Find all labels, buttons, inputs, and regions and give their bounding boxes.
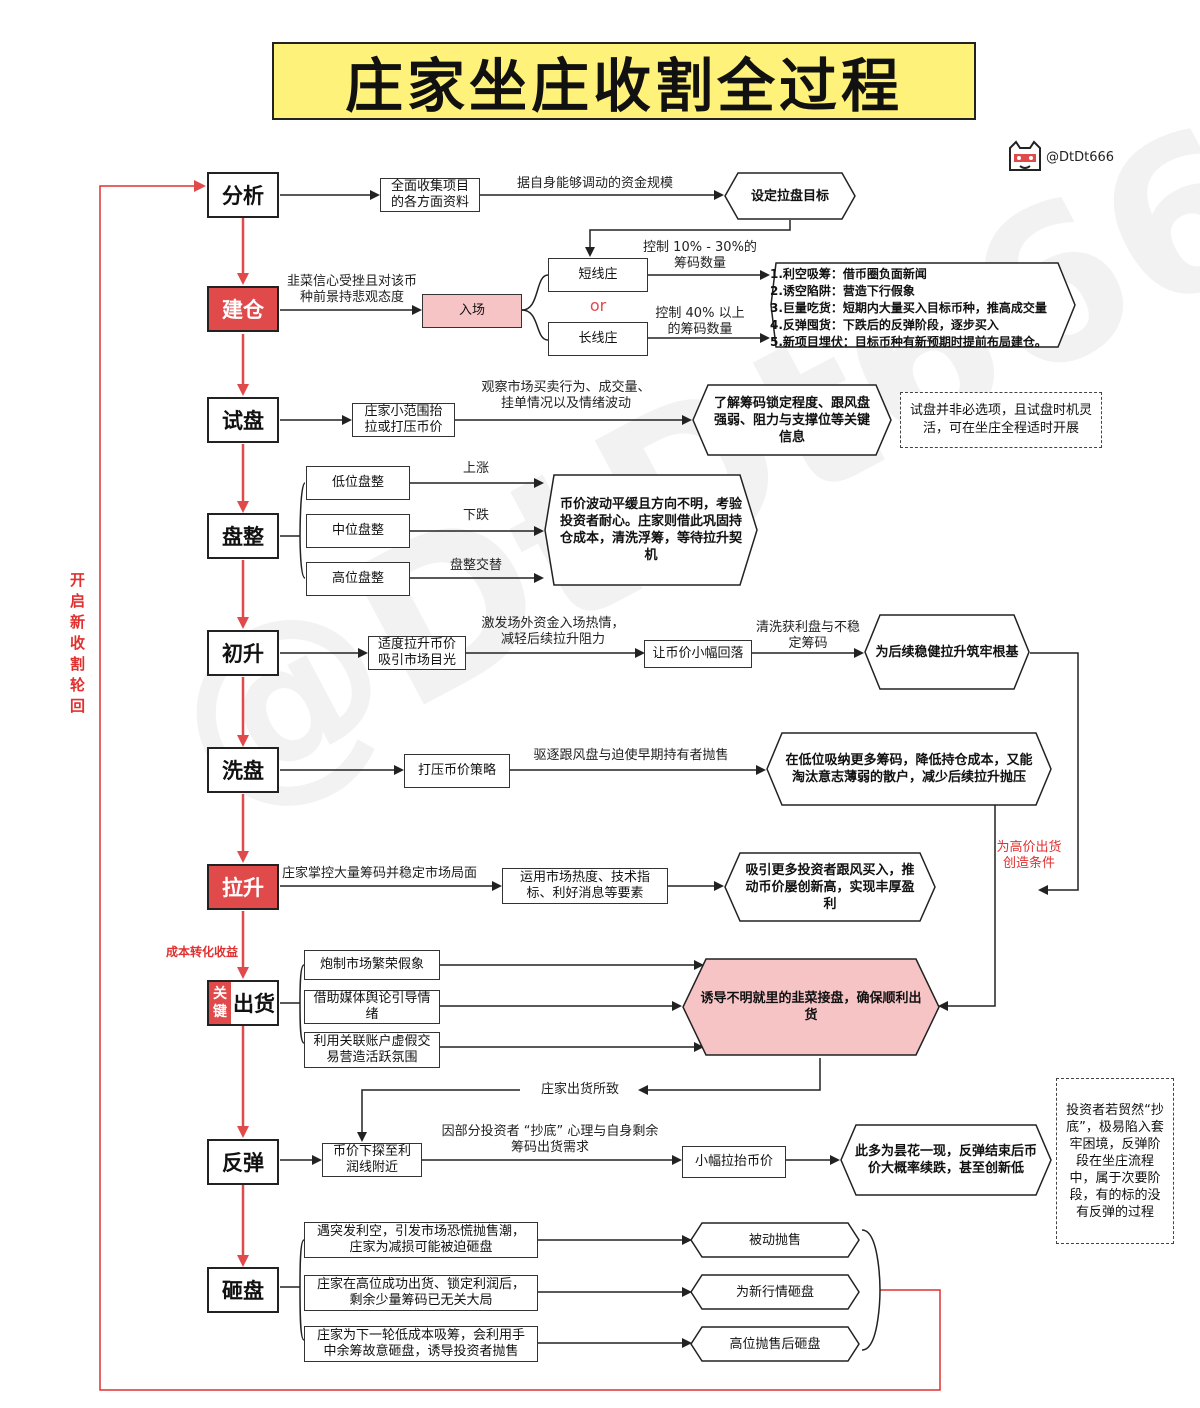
smash-cause-2: 庄家在高位成功出货、锁定利润后，剩余少量筹码已无关大局 [304, 1275, 538, 1311]
mid-consolidate-box: 中位盘整 [306, 514, 410, 548]
stage-pull-up: 拉升 [207, 864, 279, 910]
initial-action-box: 适度拉升币价吸引市场目光 [368, 636, 466, 670]
smash-result-2-text: 为新行情砸盘 [735, 1284, 814, 1300]
initial-result-text: 为后续稳健拉升筑牢根基 [875, 644, 1019, 660]
stage-sell-label: 出货 [233, 992, 275, 1016]
target-text: 设定拉盘目标 [750, 188, 829, 204]
smash-result-3: 高位抛售后砸盘 [690, 1326, 860, 1362]
stimulate-label: 激发场外资金入场热情，减轻后续拉升阻力 [481, 616, 625, 647]
sell-key-badge: 关键 [209, 982, 231, 1024]
wash-result-hex: 在低位吸纳更多筹码，降低持仓成本，又能淘汰意志薄弱的散户，减少后续拉升抛压 [766, 732, 1052, 806]
pull-action-box: 运用市场热度、技术指标、利好消息等要素 [502, 868, 668, 904]
rebound-result-text: 此多为昙花一现，反弹结束后币价大概率续跌，甚至创新低 [854, 1144, 1037, 1176]
target-hex: 设定拉盘目标 [724, 172, 856, 220]
clean-label: 清洗获利盘与不稳定筹码 [756, 620, 861, 651]
pull-result-text: 吸引更多投资者跟风买入，推动币价屡创新高，实现丰厚盈利 [745, 862, 915, 912]
rebound-action-box: 币价下探至利润线附近 [322, 1143, 422, 1177]
build-methods-list: 1.利空吸筹：借币圈负面新闻 2.诱空陷阱：营造下行假象 3.巨量吃货：短期内大… [770, 266, 1076, 351]
rebound-note: 投资者若贸然“抄底”，极易陷入套牢困境，反弹阶段在坐庄流程中，属于次要阶段，有的… [1056, 1078, 1174, 1244]
long-term-box: 长线庄 [548, 322, 648, 356]
page-title: 庄家坐庄收割全过程 [272, 42, 976, 120]
small-pull-box: 小幅拉抬币价 [682, 1146, 786, 1178]
sell-method-2: 借助媒体舆论引导情绪 [304, 990, 440, 1024]
rebound-reason-label: 因部分投资者 “抄底” 心理与自身剩余筹码出货需求 [441, 1124, 659, 1155]
sell-method-3: 利用关联账户虚假交易营造活跃氛围 [304, 1032, 440, 1068]
smash-result-1-text: 被动抛售 [748, 1232, 801, 1248]
stage-consolidate: 盘整 [207, 513, 279, 559]
low-consolidate-box: 低位盘整 [306, 466, 410, 500]
funds-label: 据自身能够调动的资金规模 [516, 176, 673, 191]
build-methods: 1.利空吸筹：借币圈负面新闻 2.诱空陷阱：营造下行假象 3.巨量吃货：短期内大… [770, 262, 1076, 351]
smash-cause-1: 遇突发利空，引发市场恐慌抛售潮，庄家为减损可能被迫砸盘 [304, 1222, 538, 1258]
wash-action-box: 打压币价策略 [404, 754, 510, 788]
up-label: 上涨 [462, 461, 489, 476]
or-label: or [589, 296, 607, 315]
pullback-box: 让币价小幅回落 [644, 640, 752, 668]
short-term-box: 短线庄 [548, 258, 648, 292]
sentiment-label: 韭菜信心受挫且对该币种前景持悲观态度 [286, 274, 417, 305]
loop-label: 开启新收割轮回 [70, 571, 86, 715]
sell-result-hex: 诱导不明就里的韭菜接盘，确保顺利出货 [682, 958, 940, 1056]
stage-smash: 砸盘 [207, 1267, 279, 1313]
consolidate-result-hex: 币价波动平缓且方向不明，考验投资者耐心。庄家则借此巩固持仓成本，清洗浮筹，等待拉… [544, 474, 758, 586]
stage-rebound: 反弹 [207, 1139, 279, 1185]
smash-result-1: 被动抛售 [690, 1222, 860, 1258]
stage-wash: 洗盘 [207, 747, 279, 793]
method-5: 5.新项目埋伏：目标币种有新预期时提前布局建仓。 [770, 335, 1047, 349]
down-label: 下跌 [462, 508, 489, 523]
sell-method-1: 炮制市场繁荣假象 [304, 950, 440, 980]
long-control-label: 控制 40% 以上的筹码数量 [655, 306, 745, 337]
test-result-text: 了解筹码锁定程度、跟风盘强弱、阻力与支撑位等关键信息 [713, 395, 870, 445]
control-label: 庄家掌控大量筹码并稳定市场局面 [282, 866, 478, 881]
method-4: 4.反弹囤货：下跌后的反弹阶段，逐步买入 [770, 318, 999, 332]
alternate-label: 盘整交替 [449, 558, 502, 573]
method-1: 1.利空吸筹：借币圈负面新闻 [770, 267, 927, 281]
observe-label: 观察市场买卖行为、成交量、挂单情况以及情绪波动 [481, 380, 651, 411]
cost-conversion-label: 成本转化收益 [165, 945, 238, 959]
smash-cause-3: 庄家为下一轮低成本吸筹，会利用手中余筹故意砸盘，诱导投资者抛售 [304, 1326, 538, 1362]
method-2: 2.诱空陷阱：营造下行假象 [770, 284, 915, 298]
test-result-hex: 了解筹码锁定程度、跟风盘强弱、阻力与支撑位等关键信息 [692, 384, 892, 456]
author-avatar [1006, 140, 1044, 174]
rebound-result-hex: 此多为昙花一现，反弹结束后币价大概率续跌，甚至创新低 [840, 1124, 1052, 1196]
cat-avatar-icon [1009, 140, 1041, 171]
stage-initial-rise: 初升 [207, 630, 279, 676]
author-handle: @DtDt666 [1046, 150, 1115, 165]
stage-build: 建仓 [207, 286, 279, 332]
stage-analysis: 分析 [207, 172, 279, 218]
sell-result-text: 诱导不明就里的韭菜接盘，确保顺利出货 [700, 991, 922, 1023]
short-control-label: 控制 10% - 30%的筹码数量 [643, 240, 757, 271]
test-note: 试盘并非必选项，且试盘时机灵活，可在坐庄全程适时开展 [900, 392, 1102, 448]
method-3: 3.巨量吃货：短期内大量买入目标币种，推高成交量 [770, 301, 1047, 315]
smash-result-3-text: 高位抛售后砸盘 [729, 1336, 821, 1352]
sell-condition-label: 为高价出货创造条件 [996, 840, 1062, 871]
drive-label: 驱逐跟风盘与迫使早期持有者抛售 [533, 748, 729, 763]
test-action-box: 庄家小范围抬拉或打压币价 [352, 403, 455, 437]
wash-result-text: 在低位吸纳更多筹码，降低持仓成本，又能淘汰意志薄弱的散户，减少后续拉升抛压 [785, 753, 1033, 785]
smash-result-2: 为新行情砸盘 [690, 1274, 860, 1310]
consolidate-result-text: 币价波动平缓且方向不明，考验投资者耐心。庄家则借此巩固持仓成本，清洗浮筹，等待拉… [559, 497, 742, 563]
after-sell-label: 庄家出货所致 [524, 1082, 636, 1098]
stage-test: 试盘 [207, 397, 279, 443]
high-consolidate-box: 高位盘整 [306, 562, 410, 596]
initial-result-hex: 为后续稳健拉升筑牢根基 [864, 614, 1030, 690]
stage-sell: 关键 出货 [207, 980, 279, 1026]
collect-box: 全面收集项目的各方面资料 [380, 178, 480, 212]
pull-result-hex: 吸引更多投资者跟风买入，推动币价屡创新高，实现丰厚盈利 [724, 852, 936, 922]
enter-box: 入场 [422, 294, 522, 328]
